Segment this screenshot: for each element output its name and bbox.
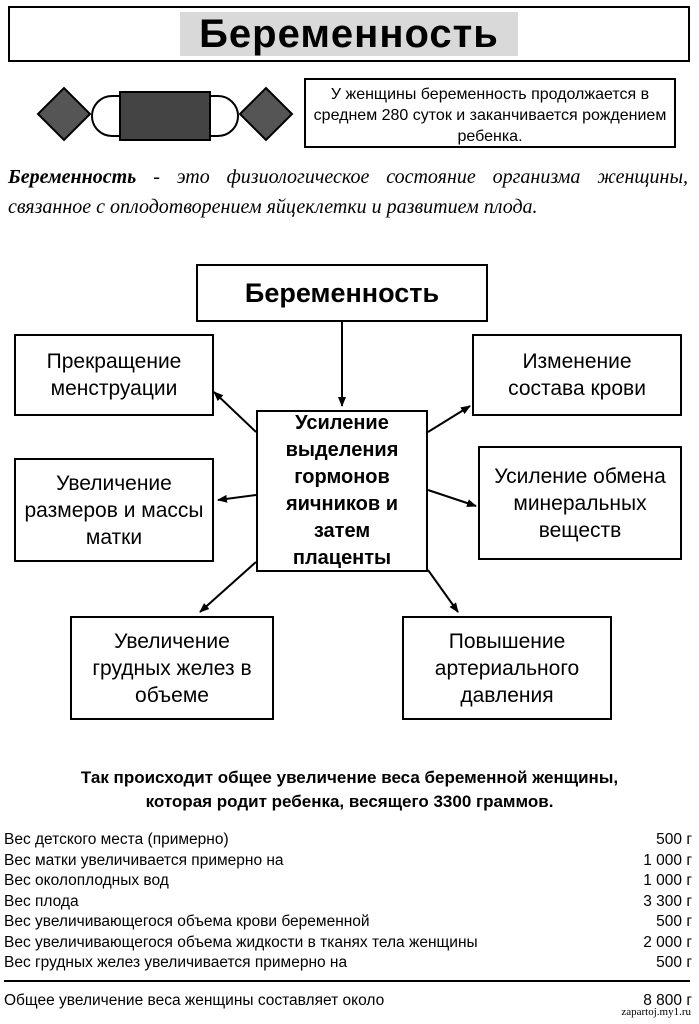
row-label: Вес увеличивающегося объема крови береме… [4,913,370,930]
arrow-to-bottom-left [199,561,257,613]
weights-heading: Так происходит общее увеличение веса бер… [0,766,699,814]
definition-paragraph: Беременность - это физиологическое состо… [8,162,688,222]
row-value: 500 г [656,913,692,930]
duration-info-box: У женщины беременность продолжается в ср… [304,78,676,148]
row-value: 1 000 г [643,851,692,869]
decorative-ornament [36,86,294,142]
arrow-to-right-middle [427,489,477,507]
table-row: Вес увеличивающегося объема жидкости в т… [4,933,692,954]
total-divider [4,980,690,982]
box-bottom-right: Повышение артериального давления [402,616,612,720]
total-row: Общее увеличение веса женщины составляет… [4,992,692,1010]
row-label: Вес увеличивающегося объема жидкости в т… [4,933,478,951]
definition-term: Беременность [8,166,137,188]
table-row: Вес околоплодных вод 1 000 г [4,871,692,892]
box-bottom-left: Увеличение грудных желез в объеме [70,616,274,720]
row-value: 500 г [656,831,692,848]
box-left-top: Прекращение менструации [14,334,214,416]
left-diamond [36,86,92,142]
table-row: Вес увеличивающегося объема крови береме… [4,912,692,933]
total-value: 8 800 г [643,992,692,1009]
row-value: 2 000 г [643,933,692,951]
row-label: Вес грудных желез увеличивается примерно… [4,954,348,971]
root-box: Беременность [196,264,488,322]
table-row: Вес матки увеличивается примерно на 1 000… [4,851,692,872]
definition-text: - это физиологическое состояние организм… [8,166,688,218]
row-value: 500 г [656,954,692,971]
weights-heading-line1: Так происходит общее увеличение веса бер… [80,768,619,787]
row-label: Вес околоплодных вод [4,872,169,889]
right-diamond [238,86,294,142]
row-label: Вес детского места (примерно) [4,831,229,848]
ornament-center [119,91,211,141]
row-value: 3 300 г [643,892,692,910]
box-right-top: Изменение состава крови [472,334,682,416]
center-box: Усиление выделения гормонов яичников и з… [256,410,428,572]
weights-heading-line2: которая родит ребенка, весящего 3300 гра… [145,792,554,811]
table-row: Вес грудных желез увеличивается примерно… [4,953,692,974]
watermark: zapartoj.my1.ru [621,1006,691,1018]
page-title: Беременность [199,11,499,56]
title-banner: Беременность [8,6,690,62]
arrow-to-bottom-right [427,569,459,613]
title-shade [180,12,518,56]
row-label: Вес матки увеличивается примерно на [4,851,284,869]
total-label: Общее увеличение веса женщины составляет… [4,992,385,1009]
table-row: Вес плода 3 300 г [4,892,692,913]
weights-table: Вес детского места (примерно) 500 г Вес м… [4,830,692,974]
arrow-to-left-middle [217,494,257,503]
box-right-middle: Усиление обмена минеральных веществ [478,446,682,560]
row-value: 1 000 г [643,872,692,889]
box-left-middle: Увеличение размеров и массы матки [14,458,214,562]
arrow-to-right-top [427,405,471,433]
table-row: Вес детского места (примерно) 500 г [4,830,692,851]
row-label: Вес плода [4,892,79,910]
arrow-to-left-top [213,391,257,433]
